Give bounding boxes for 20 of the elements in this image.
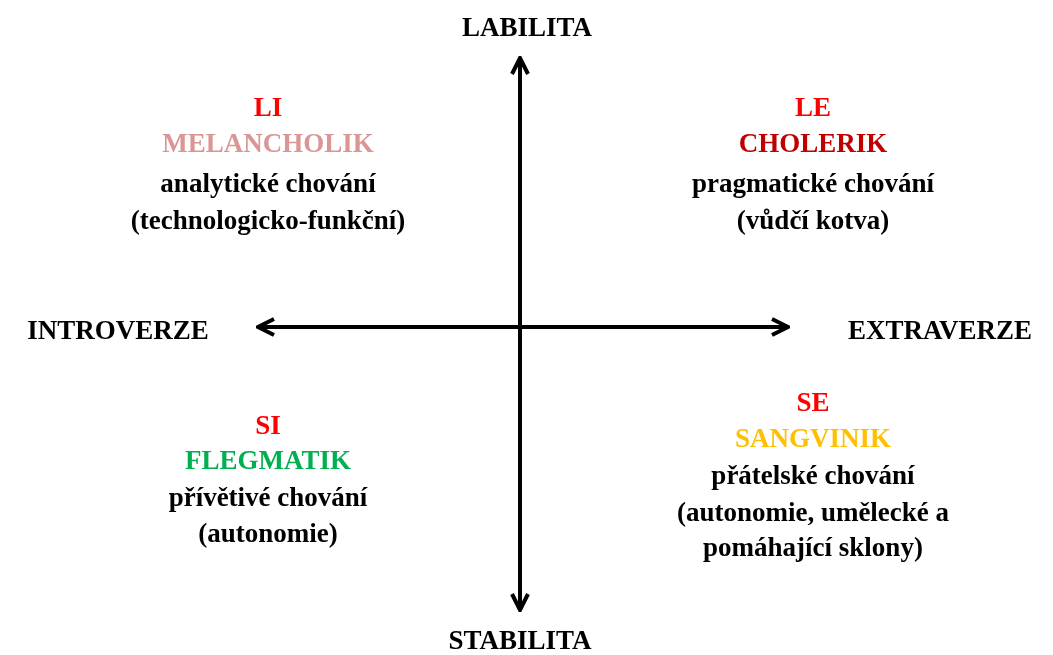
behavior-description: přátelské chování	[711, 458, 915, 492]
behavior-note: (autonomie, umělecké a pomáhající sklony)	[675, 496, 951, 564]
axis-label: STABILITA	[448, 623, 592, 655]
behavior-description: analytické chování	[160, 166, 376, 200]
axis-label: EXTRAVERZE	[847, 313, 1033, 347]
temperament-name: FLEGMATIK	[185, 443, 351, 477]
quadrant-code: SI	[255, 408, 281, 442]
behavior-note: (autonomie)	[198, 516, 338, 550]
axis-label: LABILITA	[462, 10, 592, 44]
axis-label: INTROVERZE	[27, 313, 209, 347]
quadrant-code: LE	[795, 90, 831, 124]
temperament-name: CHOLERIK	[738, 126, 888, 160]
temperament-name: MELANCHOLIK	[162, 126, 374, 160]
quadrant-code: LI	[253, 90, 283, 124]
behavior-description: pragmatické chování	[691, 166, 935, 200]
behavior-note: (technologicko-funkční)	[130, 203, 406, 237]
temperament-name: SANGVINIK	[735, 421, 891, 455]
behavior-description: přívětivé chování	[168, 480, 368, 514]
quadrant-code: SE	[796, 385, 830, 419]
behavior-note: (vůdčí kotva)	[736, 203, 890, 237]
